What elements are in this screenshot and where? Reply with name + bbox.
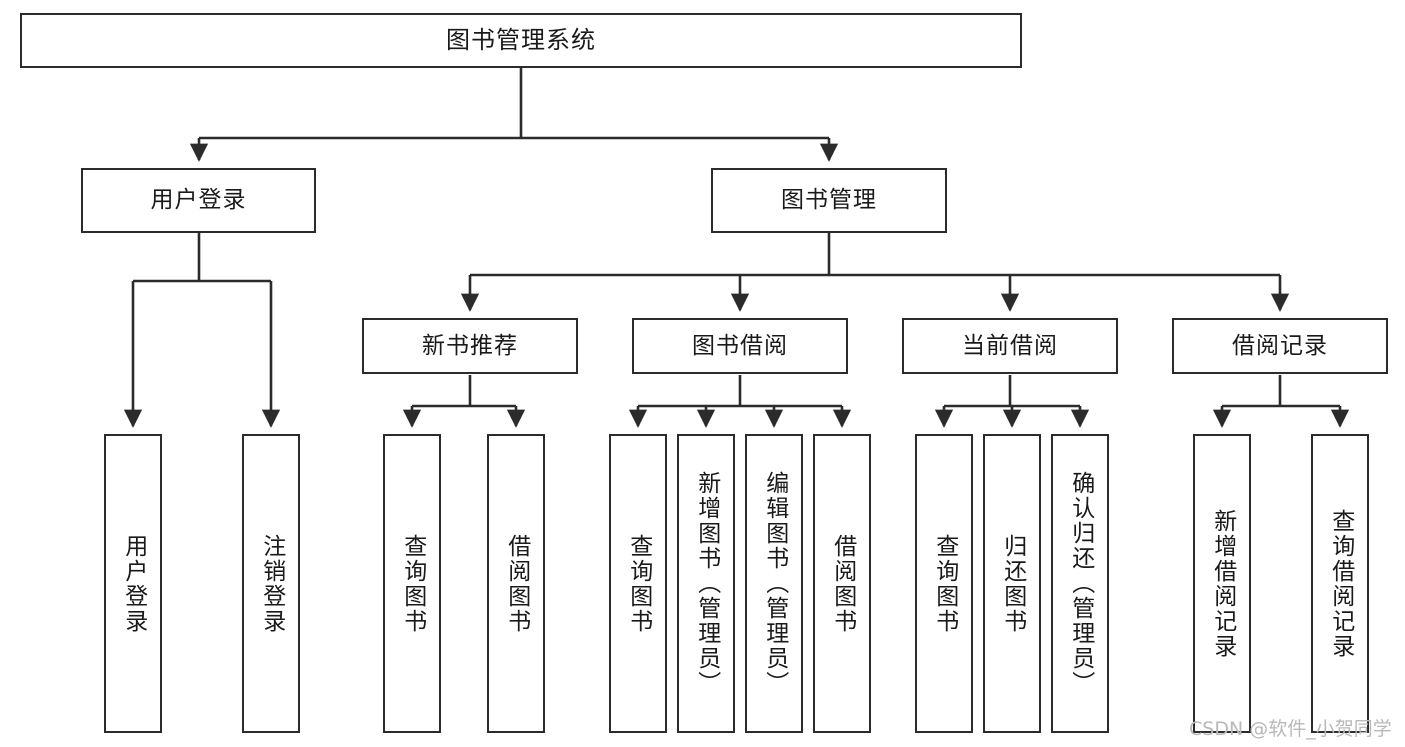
node-label: 编辑图书（管理员） (761, 471, 788, 696)
node-label: 新增借阅记录 (1209, 508, 1236, 659)
node-book-manage[interactable]: 图书管理 (711, 168, 947, 233)
node-label: 当前借阅 (962, 332, 1058, 359)
node-book-borrow[interactable]: 图书借阅 (632, 318, 848, 374)
node-leaf-borrow-book-2[interactable]: 借阅图书 (813, 434, 871, 733)
node-new-book-rec[interactable]: 新书推荐 (362, 318, 578, 374)
node-root-system[interactable]: 图书管理系统 (20, 13, 1022, 68)
node-leaf-query-record[interactable]: 查询借阅记录 (1311, 434, 1369, 733)
node-label: 查询图书 (625, 533, 652, 634)
node-label: 查询图书 (399, 533, 426, 634)
node-label: 借阅图书 (829, 533, 856, 634)
node-label: 用户登录 (150, 187, 247, 214)
node-label: 查询借阅记录 (1327, 508, 1354, 659)
node-current-borrow[interactable]: 当前借阅 (902, 318, 1118, 374)
watermark-text: CSDN @软件_小贺同学 (1189, 718, 1392, 740)
node-leaf-query-book-3[interactable]: 查询图书 (915, 434, 973, 733)
node-leaf-logout-login[interactable]: 注销登录 (242, 434, 300, 733)
node-leaf-add-book[interactable]: 新增图书（管理员） (677, 434, 735, 733)
node-leaf-confirm-return[interactable]: 确认归还（管理员） (1051, 434, 1109, 733)
node-label: 注销登录 (258, 533, 285, 634)
node-label: 借阅图书 (503, 533, 530, 634)
node-leaf-query-book-2[interactable]: 查询图书 (609, 434, 667, 733)
node-leaf-add-record[interactable]: 新增借阅记录 (1193, 434, 1251, 733)
node-user-login[interactable]: 用户登录 (81, 168, 316, 233)
node-label: 查询图书 (931, 533, 958, 634)
node-leaf-return-book[interactable]: 归还图书 (983, 434, 1041, 733)
node-borrow-record[interactable]: 借阅记录 (1172, 318, 1388, 374)
node-label: 图书管理 (781, 187, 877, 214)
node-label: 新书推荐 (422, 332, 518, 359)
node-leaf-edit-book[interactable]: 编辑图书（管理员） (745, 434, 803, 733)
node-leaf-borrow-book-1[interactable]: 借阅图书 (487, 434, 545, 733)
node-leaf-query-book-1[interactable]: 查询图书 (383, 434, 441, 733)
node-label: 用户登录 (120, 533, 147, 634)
node-label: 图书管理系统 (446, 25, 596, 54)
node-label: 图书借阅 (692, 332, 788, 359)
node-label: 归还图书 (999, 533, 1026, 634)
node-label: 确认归还（管理员） (1067, 471, 1094, 696)
node-leaf-user-login[interactable]: 用户登录 (104, 434, 162, 733)
node-label: 新增图书（管理员） (693, 471, 720, 696)
node-label: 借阅记录 (1232, 332, 1328, 359)
